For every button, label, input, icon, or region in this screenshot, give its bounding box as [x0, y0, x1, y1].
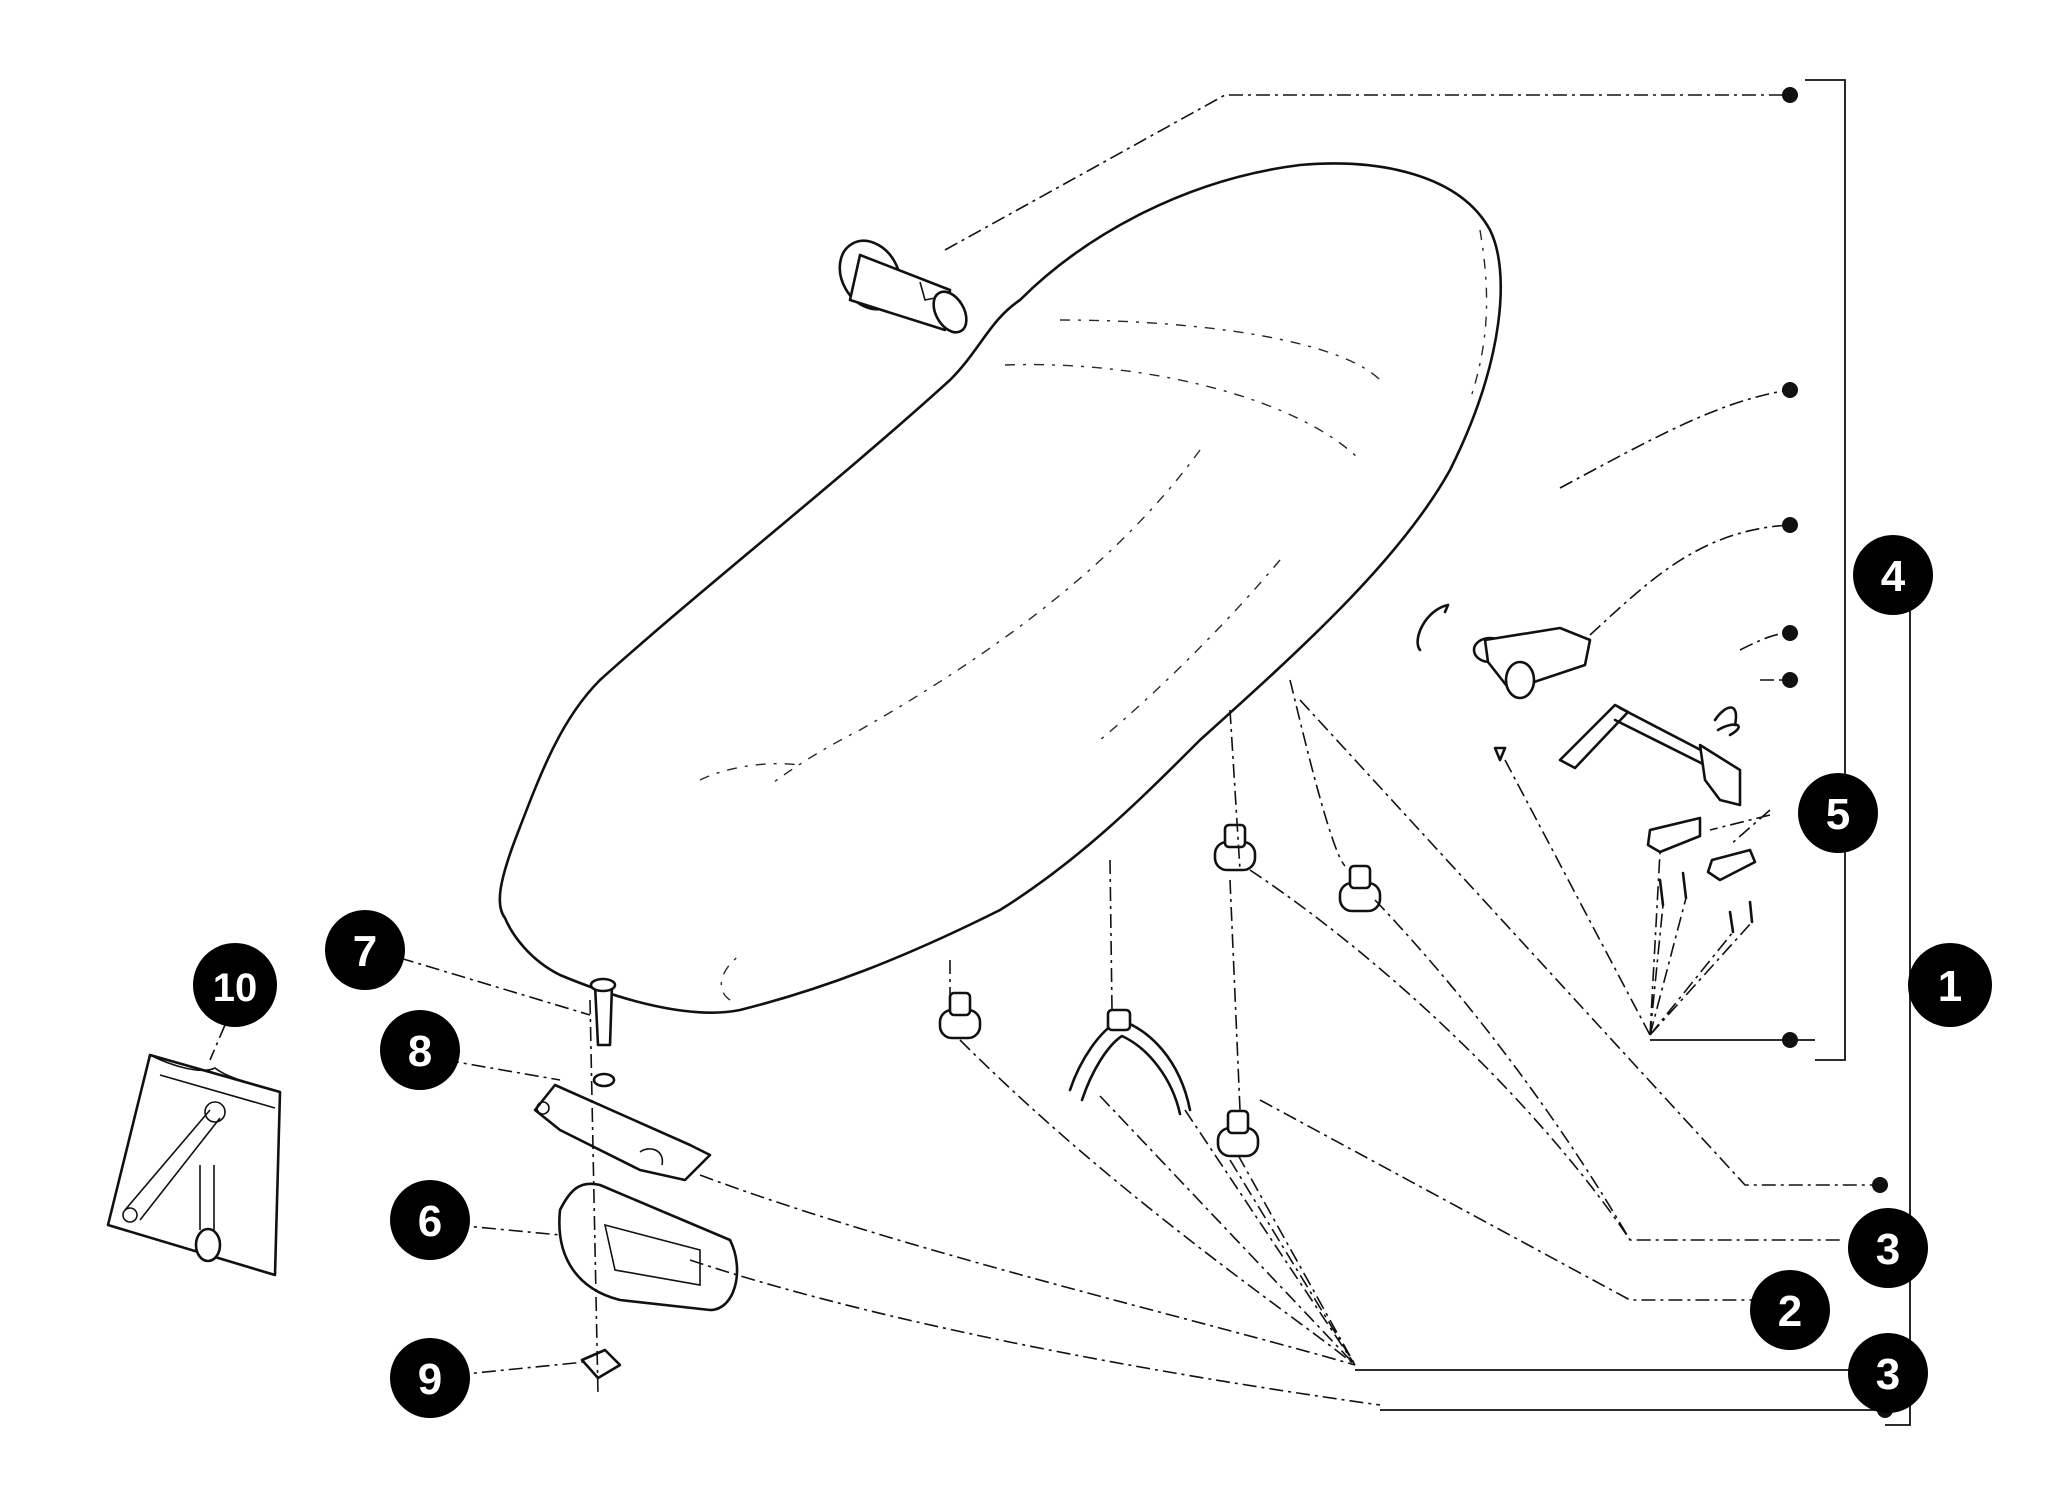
svg-text:7: 7: [353, 927, 377, 976]
clip-nut: [580, 1348, 622, 1380]
tool-kit-bag: [106, 1053, 282, 1277]
callout-2: 2: [1750, 1270, 1830, 1350]
hinge-pin: [589, 977, 617, 1088]
rubber-bump-stops: [938, 823, 1382, 1158]
svg-text:3: 3: [1876, 1350, 1900, 1399]
svg-text:9: 9: [418, 1355, 442, 1404]
callout-6: 6: [390, 1180, 470, 1260]
callout-5: 5: [1798, 773, 1878, 853]
svg-text:10: 10: [213, 966, 258, 1010]
seat-strap-arc: [1068, 1008, 1192, 1116]
svg-text:2: 2: [1778, 1287, 1802, 1336]
bump-stop-4: [1216, 1109, 1260, 1158]
bump-stop-1: [1213, 823, 1257, 872]
seat-shell: [498, 162, 1503, 1014]
svg-text:6: 6: [418, 1197, 442, 1246]
callout-7: 7: [325, 910, 405, 990]
svg-text:3: 3: [1876, 1225, 1900, 1274]
bump-stop-3: [938, 991, 982, 1040]
callout-3-lower: 3: [1848, 1333, 1928, 1413]
callout-1: 1: [1908, 943, 1992, 1027]
hinge-bracket: [533, 1083, 712, 1182]
latch-mechanism: [1416, 603, 1757, 934]
svg-text:5: 5: [1826, 790, 1850, 839]
callout-10: 10: [193, 943, 277, 1027]
svg-text:1: 1: [1938, 962, 1962, 1011]
bump-stop-2: [1338, 864, 1382, 913]
callout-4: 4: [1853, 535, 1933, 615]
callout-9: 9: [390, 1338, 470, 1418]
svg-text:4: 4: [1881, 552, 1906, 601]
hinge-cover: [558, 1182, 739, 1312]
leader-dots: [1782, 87, 1893, 1418]
callout-3-upper: 3: [1848, 1208, 1928, 1288]
svg-text:8: 8: [408, 1027, 432, 1076]
lock-cylinder-top: [838, 239, 968, 334]
callout-8: 8: [380, 1010, 460, 1090]
